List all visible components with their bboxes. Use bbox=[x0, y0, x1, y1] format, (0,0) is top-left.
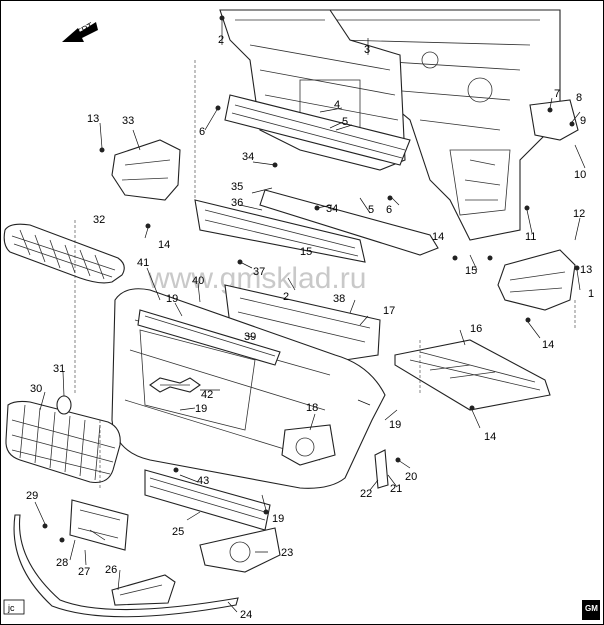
bumper-fascia bbox=[111, 288, 386, 489]
callout-24: 24 bbox=[240, 609, 252, 621]
grille-bar bbox=[137, 309, 281, 366]
callout-9: 9 bbox=[580, 115, 586, 127]
impact-bar bbox=[224, 94, 411, 166]
callout-14: 14 bbox=[432, 231, 444, 243]
callout-19: 19 bbox=[166, 293, 178, 305]
absorber-upper bbox=[259, 189, 439, 256]
license-bracket bbox=[69, 499, 129, 551]
callout-7: 7 bbox=[554, 88, 560, 100]
callout-26: 26 bbox=[105, 564, 117, 576]
upper-grille bbox=[3, 223, 125, 284]
gm-logo-text: GM bbox=[585, 604, 598, 613]
callout-38: 38 bbox=[333, 293, 345, 305]
callout-2: 2 bbox=[218, 34, 224, 46]
callout-31: 31 bbox=[53, 363, 65, 375]
lower-spoiler bbox=[13, 514, 239, 618]
callout-25: 25 bbox=[172, 526, 184, 538]
callout-19: 19 bbox=[272, 513, 284, 525]
callout-37: 37 bbox=[253, 266, 265, 278]
absorber-lower bbox=[194, 199, 366, 263]
callout-23: 23 bbox=[281, 547, 293, 559]
callout-14: 14 bbox=[542, 339, 554, 351]
bracket-right bbox=[529, 99, 579, 141]
corner-code: jc bbox=[7, 603, 15, 613]
fog-lamp-bezel bbox=[199, 527, 281, 573]
callout-13: 13 bbox=[580, 264, 592, 276]
callout-28: 28 bbox=[56, 557, 68, 569]
callout-14: 14 bbox=[484, 431, 496, 443]
emblem-ring bbox=[56, 395, 72, 415]
callout-35: 35 bbox=[231, 181, 243, 193]
gm-logo-icon: GM bbox=[582, 600, 600, 620]
callout-10: 10 bbox=[574, 169, 586, 181]
callout-34: 34 bbox=[242, 151, 254, 163]
callout-27: 27 bbox=[78, 566, 90, 578]
callout-3: 3 bbox=[364, 44, 370, 56]
callout-21: 21 bbox=[390, 483, 402, 495]
callout-labels: 1 2 2 3 4 5 5 6 6 7 8 9 10 11 12 13 13 1… bbox=[26, 34, 594, 621]
callout-15: 15 bbox=[465, 265, 477, 277]
fasteners bbox=[42, 15, 580, 543]
front-arrow-icon: FRT bbox=[62, 20, 98, 42]
callout-12: 12 bbox=[573, 208, 585, 220]
callout-30: 30 bbox=[30, 383, 42, 395]
callout-40: 40 bbox=[192, 275, 204, 287]
callout-42: 42 bbox=[201, 389, 213, 401]
callout-13: 13 bbox=[87, 113, 99, 125]
callout-41: 41 bbox=[137, 257, 149, 269]
callout-11: 11 bbox=[525, 231, 536, 243]
callout-8: 8 bbox=[576, 92, 582, 104]
callout-18: 18 bbox=[306, 402, 318, 414]
callout-34: 34 bbox=[326, 203, 338, 215]
callout-5: 5 bbox=[368, 204, 374, 216]
callout-5: 5 bbox=[342, 116, 348, 128]
callout-2: 2 bbox=[283, 291, 289, 303]
watermark: www.gmsklad.ru bbox=[147, 262, 366, 295]
callout-19: 19 bbox=[195, 403, 207, 415]
callout-43: 43 bbox=[197, 475, 209, 487]
leader-lines bbox=[34, 20, 586, 613]
callout-32: 32 bbox=[93, 214, 105, 226]
deflector-left bbox=[111, 139, 181, 201]
fog-cover bbox=[111, 574, 176, 606]
callout-29: 29 bbox=[26, 490, 38, 502]
lower-grille bbox=[5, 400, 121, 484]
callout-22: 22 bbox=[360, 488, 372, 500]
callout-20: 20 bbox=[405, 471, 417, 483]
callout-14: 14 bbox=[158, 239, 170, 251]
callout-33: 33 bbox=[122, 115, 134, 127]
callout-39: 39 bbox=[244, 331, 256, 343]
deflector-right bbox=[497, 249, 576, 311]
callout-17: 17 bbox=[383, 305, 395, 317]
callout-6: 6 bbox=[199, 126, 205, 138]
callout-6: 6 bbox=[386, 204, 392, 216]
callout-16: 16 bbox=[470, 323, 482, 335]
callout-4: 4 bbox=[334, 99, 340, 111]
underbody-shield bbox=[394, 339, 551, 411]
callout-15: 15 bbox=[300, 246, 312, 258]
callout-1: 1 bbox=[588, 288, 594, 300]
side-bracket bbox=[374, 449, 389, 489]
callout-19: 19 bbox=[389, 419, 401, 431]
callout-36: 36 bbox=[231, 197, 243, 209]
